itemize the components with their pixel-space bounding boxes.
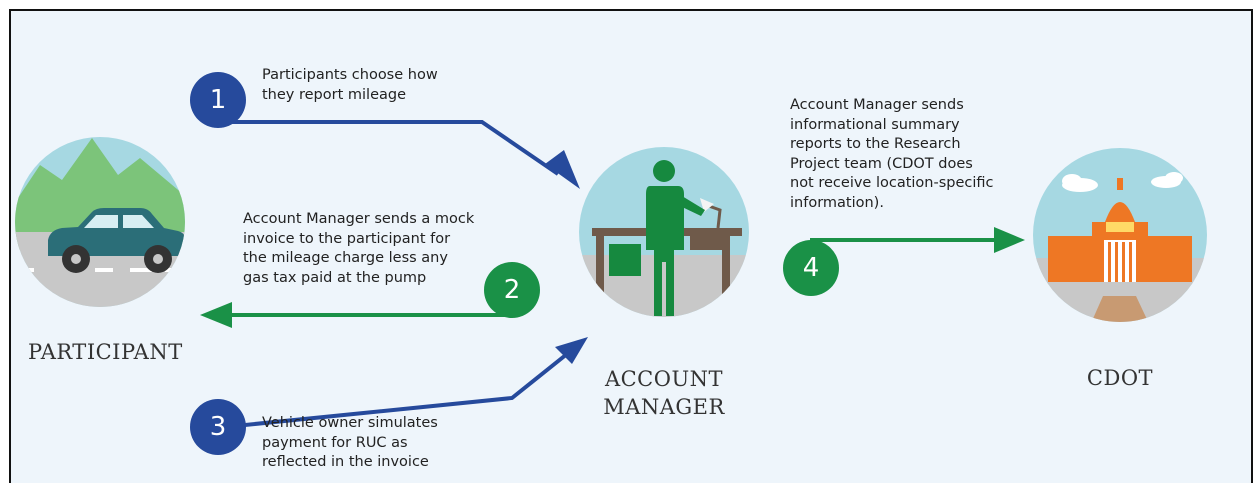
step-3-text: Vehicle owner simulates payment for RUC …: [262, 415, 438, 470]
participant-circle: [15, 137, 185, 307]
step-2-text: Account Manager sends a mock invoice to …: [243, 211, 475, 286]
step-2-badge: 2: [484, 262, 540, 318]
step-1-text: Participants choose how they report mile…: [262, 67, 438, 103]
account-manager-circle: [579, 147, 749, 317]
arrow-1: [225, 120, 580, 189]
car-icon: [48, 208, 185, 273]
arrow-2: [200, 302, 512, 328]
participant-label: PARTICIPANT: [28, 340, 183, 364]
step-1-badge: 1: [190, 72, 246, 128]
desk-lamp-icon: [700, 198, 722, 229]
person-at-desk-icon: [609, 160, 705, 316]
step-3-badge: 3: [190, 399, 246, 455]
account-manager-label: ACCOUNT MANAGER: [603, 367, 725, 419]
arrow-3: [224, 337, 588, 429]
capitol-building-icon: [1048, 178, 1192, 282]
step-4-badge: 4: [783, 240, 839, 296]
arrow-4: [810, 227, 1025, 253]
cloud-icon: [1062, 172, 1183, 192]
step-4-text: Account Manager sends informational summ…: [790, 97, 994, 211]
cdot-circle: [1033, 148, 1207, 322]
cdot-label: CDOT: [1086, 366, 1154, 390]
